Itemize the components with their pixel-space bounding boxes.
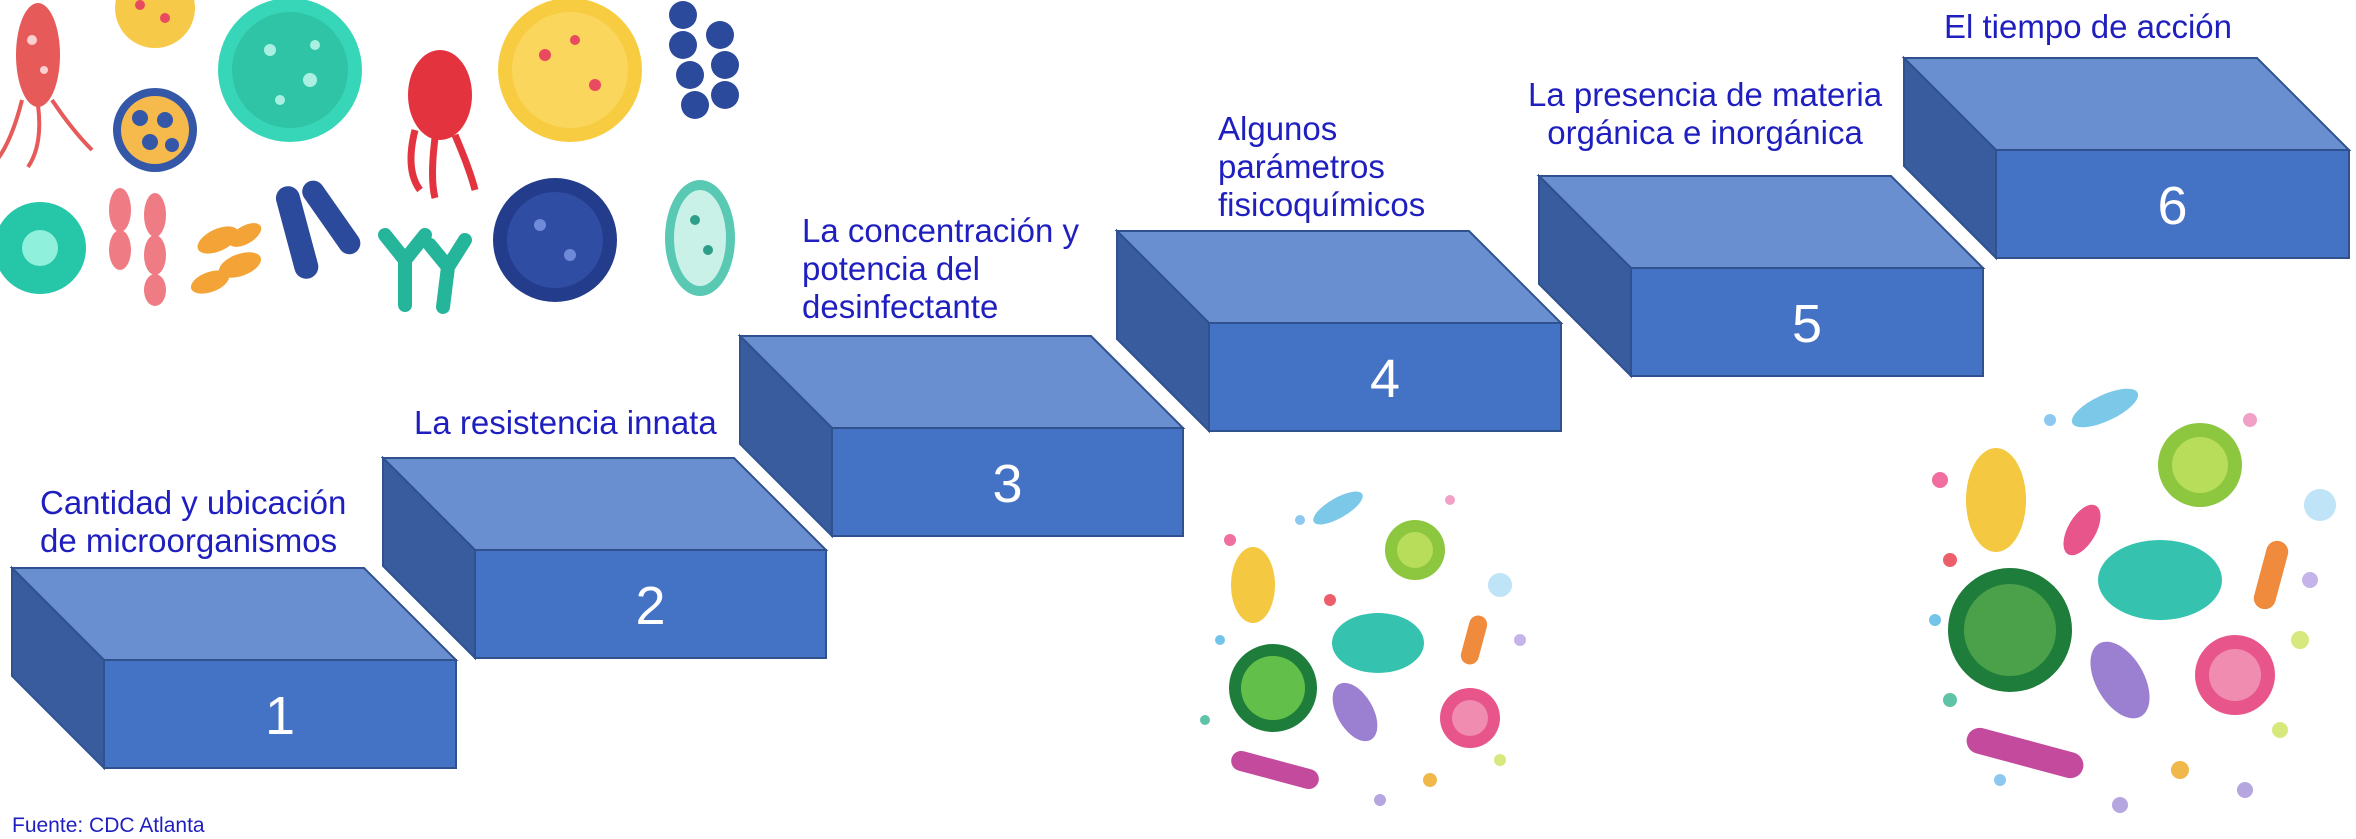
step-front-face xyxy=(103,659,457,769)
microbe-cluster-illustration xyxy=(0,0,739,314)
step-4-label: Algunos parámetros fisicoquímicos xyxy=(1218,110,1426,223)
teal-virus-icon xyxy=(218,0,362,142)
step-number: 5 xyxy=(1792,294,1822,354)
round-cell-cluster-icon xyxy=(113,88,197,172)
step-number: 4 xyxy=(1370,349,1400,409)
navy-spiky-virus-icon xyxy=(493,178,617,302)
step-3-block: 3 xyxy=(737,333,1186,539)
step-5-block: 5 xyxy=(1536,173,1986,379)
step-4-block: 4 xyxy=(1114,228,1564,434)
step-number: 3 xyxy=(992,454,1022,514)
step-1-label: Cantidad y ubicación de microorganismos xyxy=(40,484,347,559)
step-front-face xyxy=(831,427,1184,537)
teal-flower-cell-icon xyxy=(0,202,86,294)
blue-chain-bacteria-icon xyxy=(669,1,739,119)
teal-ciliated-bacterium-icon xyxy=(665,180,735,296)
source-credit: Fuente: CDC Atlanta xyxy=(12,814,205,837)
step-number: 6 xyxy=(2157,176,2187,236)
step-front-face xyxy=(474,549,827,659)
navy-rod-bacteria-icon xyxy=(275,180,361,279)
red-octopus-microbe-icon xyxy=(407,50,479,199)
yellow-spiky-virus-icon xyxy=(498,0,642,142)
step-2-block: 2 xyxy=(380,455,829,661)
step-front-face xyxy=(1630,267,1984,377)
yellow-virus-icon xyxy=(115,0,195,48)
step-3-label: La concentración y potencia del desinfec… xyxy=(802,212,1080,325)
pink-segmented-bacteria-icon xyxy=(109,188,166,306)
step-front-face xyxy=(1208,322,1562,432)
teal-antibody-icon xyxy=(378,228,472,314)
step-front-face xyxy=(1995,149,2350,259)
step-1-block: 1 xyxy=(9,565,459,771)
step-5-label: La presencia de materia orgánica e inorg… xyxy=(1528,76,1883,151)
red-bacterium-icon xyxy=(0,3,94,169)
step-6-label: El tiempo de acción xyxy=(1944,8,2232,45)
step-number: 1 xyxy=(265,686,295,746)
step-6-block: 6 xyxy=(1901,55,2352,261)
orange-oval-bacteria-icon xyxy=(190,223,262,294)
step-2-label: La resistencia innata xyxy=(414,404,717,441)
step-number: 2 xyxy=(635,576,665,636)
